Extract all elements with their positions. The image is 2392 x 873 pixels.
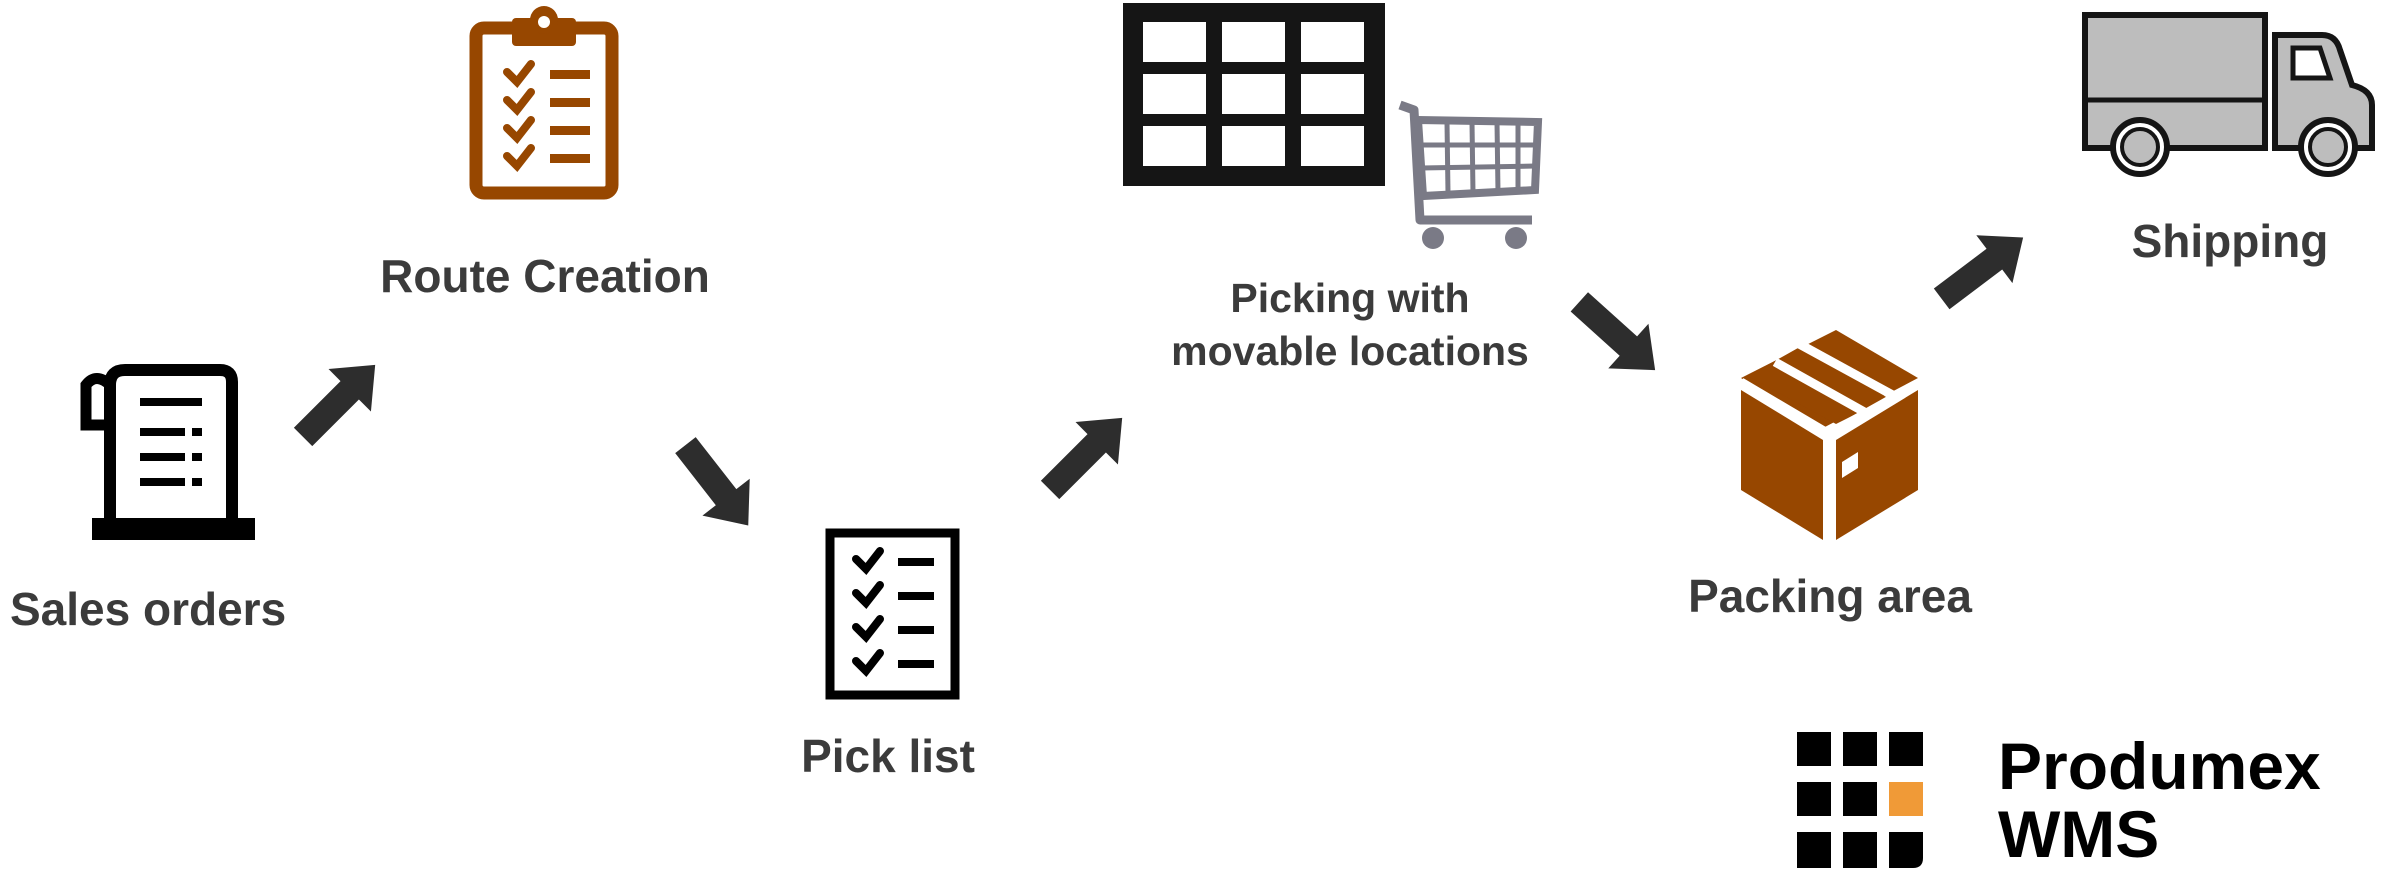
sales-orders-label: Sales orders <box>10 583 287 635</box>
route-creation-label: Route Creation <box>380 250 710 302</box>
receipt-icon <box>80 364 255 540</box>
checklist-icon <box>825 528 960 700</box>
picking-label-line1: Picking with <box>1230 275 1470 321</box>
box-icon <box>1738 330 1921 545</box>
pick-list-label: Pick list <box>801 730 975 782</box>
shipping-label: Shipping <box>2131 215 2329 267</box>
picking-label-line2: movable locations <box>1171 328 1529 374</box>
arrow-icon <box>1933 235 2024 310</box>
arrow-icon <box>1570 292 1656 371</box>
arrow-icon <box>293 364 376 447</box>
brand-name-line2: WMS <box>1998 797 2160 871</box>
packing-area-label: Packing area <box>1688 570 1972 622</box>
brand-name-line1: Produmex <box>1998 729 2321 803</box>
truck-icon <box>2082 12 2375 177</box>
clipboard-checklist-icon <box>469 6 619 200</box>
logo-grid-icon <box>1797 732 1923 868</box>
shelf-grid-icon <box>1123 3 1385 186</box>
arrow-icon <box>675 437 750 526</box>
arrow-icon <box>1040 417 1123 500</box>
shopping-cart-icon <box>1398 100 1543 249</box>
